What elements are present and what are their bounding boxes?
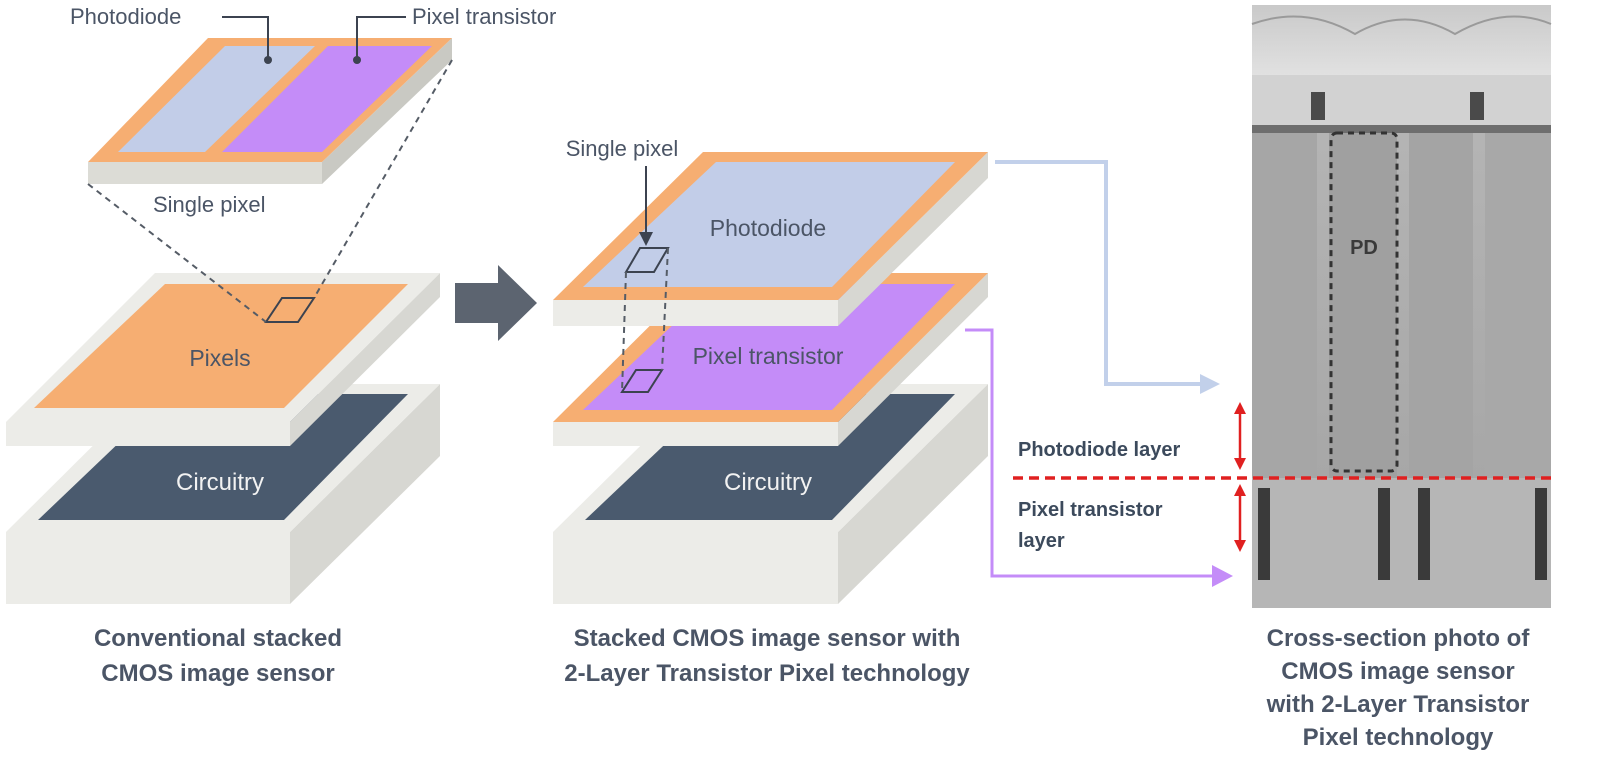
photodiode-connector xyxy=(995,160,1205,386)
photo-plug-1 xyxy=(1311,92,1325,120)
conv-pixels-right xyxy=(290,273,440,446)
photo-caption-line4: Pixel technology xyxy=(1303,724,1494,751)
single-pixel-right-side xyxy=(322,38,452,184)
transistor-leader-dot xyxy=(353,56,361,64)
conv-circuitry-right xyxy=(290,384,440,604)
photo-column-3 xyxy=(1409,133,1473,478)
top-photodiode-label: Photodiode xyxy=(70,4,181,29)
photo-upper-band xyxy=(1252,75,1551,125)
transistor-layer-arrow-tail xyxy=(1234,540,1246,552)
transistor-leader-line xyxy=(356,16,406,60)
photodiode-leader-dot xyxy=(264,56,272,64)
photo-transistor-2 xyxy=(1378,488,1390,580)
conv-pixel-marker xyxy=(264,297,316,323)
photo-top-arches xyxy=(1251,15,1552,36)
tl-circuitry-panel xyxy=(585,394,955,520)
conv-caption-line2: CMOS image sensor xyxy=(101,660,334,687)
photo-pd-box xyxy=(1329,131,1399,473)
cross-section-caption: Cross-section photo of CMOS image sensor… xyxy=(1266,625,1531,751)
projection-line-left xyxy=(87,183,267,323)
two-layer-stack: Circuitry Pixel transistor Photodiode Si… xyxy=(553,136,988,687)
conv-pixels-front xyxy=(6,422,290,446)
tl-circuitry-label: Circuitry xyxy=(724,469,812,496)
pixel-link-right xyxy=(661,247,669,371)
photo-caption-line3: with 2-Layer Transistor xyxy=(1266,691,1530,718)
single-pixel-photodiode-area xyxy=(118,46,315,152)
layer-markers: Photodiode layer Pixel transistor layer xyxy=(1013,402,1556,552)
tl-caption-line1: Stacked CMOS image sensor with xyxy=(574,625,961,652)
single-pixel-pointer-head xyxy=(639,232,653,246)
tl-photodiode-panel xyxy=(583,162,955,287)
tl-circuitry-front xyxy=(553,532,838,604)
photo-plug-2 xyxy=(1470,92,1484,120)
photo-column-4 xyxy=(1485,133,1551,478)
layer-connectors xyxy=(965,160,1233,587)
tl-photodiode-pixel-marker xyxy=(624,247,670,273)
tl-photodiode-label: Photodiode xyxy=(710,215,826,241)
conv-circuitry-label: Circuitry xyxy=(176,469,264,496)
conv-circuitry-front xyxy=(6,532,290,604)
photodiode-connector-head xyxy=(1200,374,1220,394)
tl-transistor-right xyxy=(838,273,988,446)
tl-transistor-panel xyxy=(583,284,955,410)
transistor-connector xyxy=(965,328,1215,578)
photo-caption-line2: CMOS image sensor xyxy=(1281,658,1514,685)
conv-pixels-panel xyxy=(34,284,408,408)
tl-caption-line2: 2-Layer Transistor Pixel technology xyxy=(564,660,970,687)
photodiode-layer-arrow-tail xyxy=(1234,458,1246,470)
photo-transistor-1 xyxy=(1258,488,1270,580)
photodiode-layer-label: Photodiode layer xyxy=(1018,439,1180,461)
tl-circuitry-right xyxy=(838,384,988,604)
photo-column-2 xyxy=(1329,133,1397,478)
tl-photodiode-right xyxy=(838,152,988,326)
photo-column-1 xyxy=(1252,133,1317,478)
conv-pixels-label: Pixels xyxy=(189,345,250,371)
single-pixel-detail: Photodiode Pixel transistor Single pixel xyxy=(70,4,556,217)
photodiode-leader-line xyxy=(222,16,269,60)
tl-transistor-label: Pixel transistor xyxy=(693,343,844,369)
photodiode-layer-arrow-head xyxy=(1234,402,1246,414)
single-pixel-transistor-area xyxy=(222,46,432,152)
photo-pd-label: PD xyxy=(1350,237,1378,259)
conv-circuitry-panel xyxy=(38,394,408,520)
photo-transistor-4 xyxy=(1535,488,1547,580)
transistor-layer-arrow-head xyxy=(1234,484,1246,496)
transition-arrow xyxy=(455,265,537,341)
photo-top-band xyxy=(1252,5,1551,75)
tl-transistor-front xyxy=(553,422,838,446)
transistor-layer-label-line1: Pixel transistor xyxy=(1018,499,1163,521)
projection-line-right xyxy=(313,59,453,299)
photo-caption-line1: Cross-section photo of xyxy=(1267,625,1531,652)
cross-section-photo: PD xyxy=(1251,5,1552,608)
tl-single-pixel-label: Single pixel xyxy=(566,136,679,161)
pixel-link-left xyxy=(621,271,627,393)
transistor-connector-head xyxy=(1212,565,1233,587)
top-transistor-label: Pixel transistor xyxy=(412,4,556,29)
photo-lower-band xyxy=(1252,478,1551,608)
tl-transistor-pixel-marker xyxy=(620,369,664,393)
conv-caption-line1: Conventional stacked xyxy=(94,625,342,652)
single-pixel-side xyxy=(88,162,322,184)
photo-separator xyxy=(1252,125,1551,133)
transistor-layer-label-line2: layer xyxy=(1018,530,1065,552)
tl-photodiode-front xyxy=(553,300,838,326)
conventional-stack: Circuitry Pixels Conventional stacked CM… xyxy=(6,59,453,687)
top-single-pixel-label: Single pixel xyxy=(153,192,266,217)
photo-transistor-3 xyxy=(1418,488,1430,580)
